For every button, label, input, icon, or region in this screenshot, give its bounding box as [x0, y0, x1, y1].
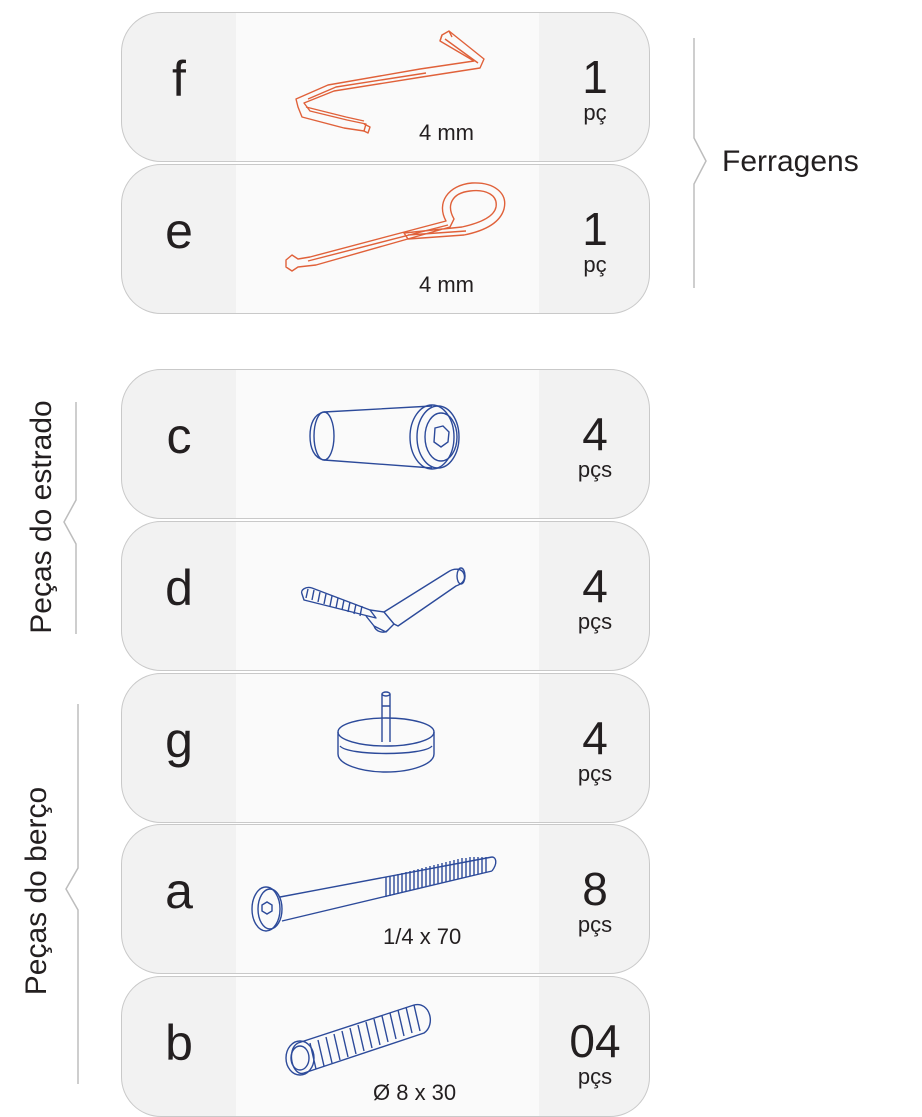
wooden-dowel-icon	[285, 1004, 432, 1076]
part-unit: pçs	[577, 1064, 613, 1089]
part-row-c: c 4 pçs	[121, 369, 650, 519]
group-bracket-estrado	[63, 402, 77, 634]
part-illustration-area	[236, 674, 539, 822]
glide-foot-icon	[337, 691, 435, 773]
part-unit: pçs	[577, 761, 613, 786]
group-bracket-berco	[65, 704, 79, 1084]
part-dimension: 4 mm	[419, 120, 474, 145]
part-illustration-area	[236, 522, 539, 670]
part-row-g: g 4 pçs	[121, 673, 650, 823]
part-quantity: 4	[582, 408, 608, 460]
part-unit: pçs	[577, 912, 613, 937]
part-letter: c	[166, 408, 192, 464]
hex-bolt-icon	[251, 856, 497, 932]
part-dimension: 4 mm	[419, 272, 474, 297]
allen-key-z-icon	[295, 30, 485, 134]
part-unit: pçs	[577, 457, 613, 482]
part-illustration-area	[236, 370, 539, 518]
part-letter: f	[172, 51, 186, 107]
part-illustration-area	[236, 825, 539, 973]
part-letter: g	[165, 712, 193, 768]
part-row-a: a 1/4 x 70 8 pçs	[121, 824, 650, 974]
part-quantity: 4	[582, 560, 608, 612]
group-label-berco: Peças do berço	[20, 786, 53, 996]
group-bracket-ferragens	[693, 38, 707, 288]
part-unit: pçs	[577, 609, 613, 634]
part-quantity: 1	[582, 51, 608, 103]
barrel-nut-icon	[309, 404, 460, 470]
allen-key-loop-icon	[285, 182, 506, 272]
part-row-d: d 4 pçs	[121, 521, 650, 671]
part-unit: pç	[583, 100, 607, 125]
part-row-b: b Ø 8 x 30 04 pçs	[121, 976, 650, 1117]
part-quantity: 4	[582, 712, 608, 764]
part-letter: e	[165, 203, 193, 259]
part-row-e: e 4 mm 1 pç	[121, 164, 650, 314]
part-dimension: 1/4 x 70	[383, 924, 462, 949]
group-label-estrado: Peças do estrado	[25, 400, 58, 634]
part-dimension: Ø 8 x 30	[373, 1080, 457, 1105]
part-illustration-area	[236, 977, 539, 1116]
part-illustration-area	[236, 13, 539, 161]
part-unit: pç	[583, 252, 607, 277]
part-letter: b	[165, 1015, 193, 1071]
l-bolt-icon	[300, 567, 466, 633]
part-quantity: 8	[582, 863, 608, 915]
part-letter: a	[165, 863, 193, 919]
part-row-f: f 4 mm 1 pç	[121, 12, 650, 162]
part-letter: d	[165, 560, 193, 616]
group-label-ferragens: Ferragens	[722, 145, 859, 178]
part-quantity: 1	[582, 203, 608, 255]
part-quantity: 04	[569, 1015, 621, 1067]
part-illustration-area	[236, 165, 539, 313]
